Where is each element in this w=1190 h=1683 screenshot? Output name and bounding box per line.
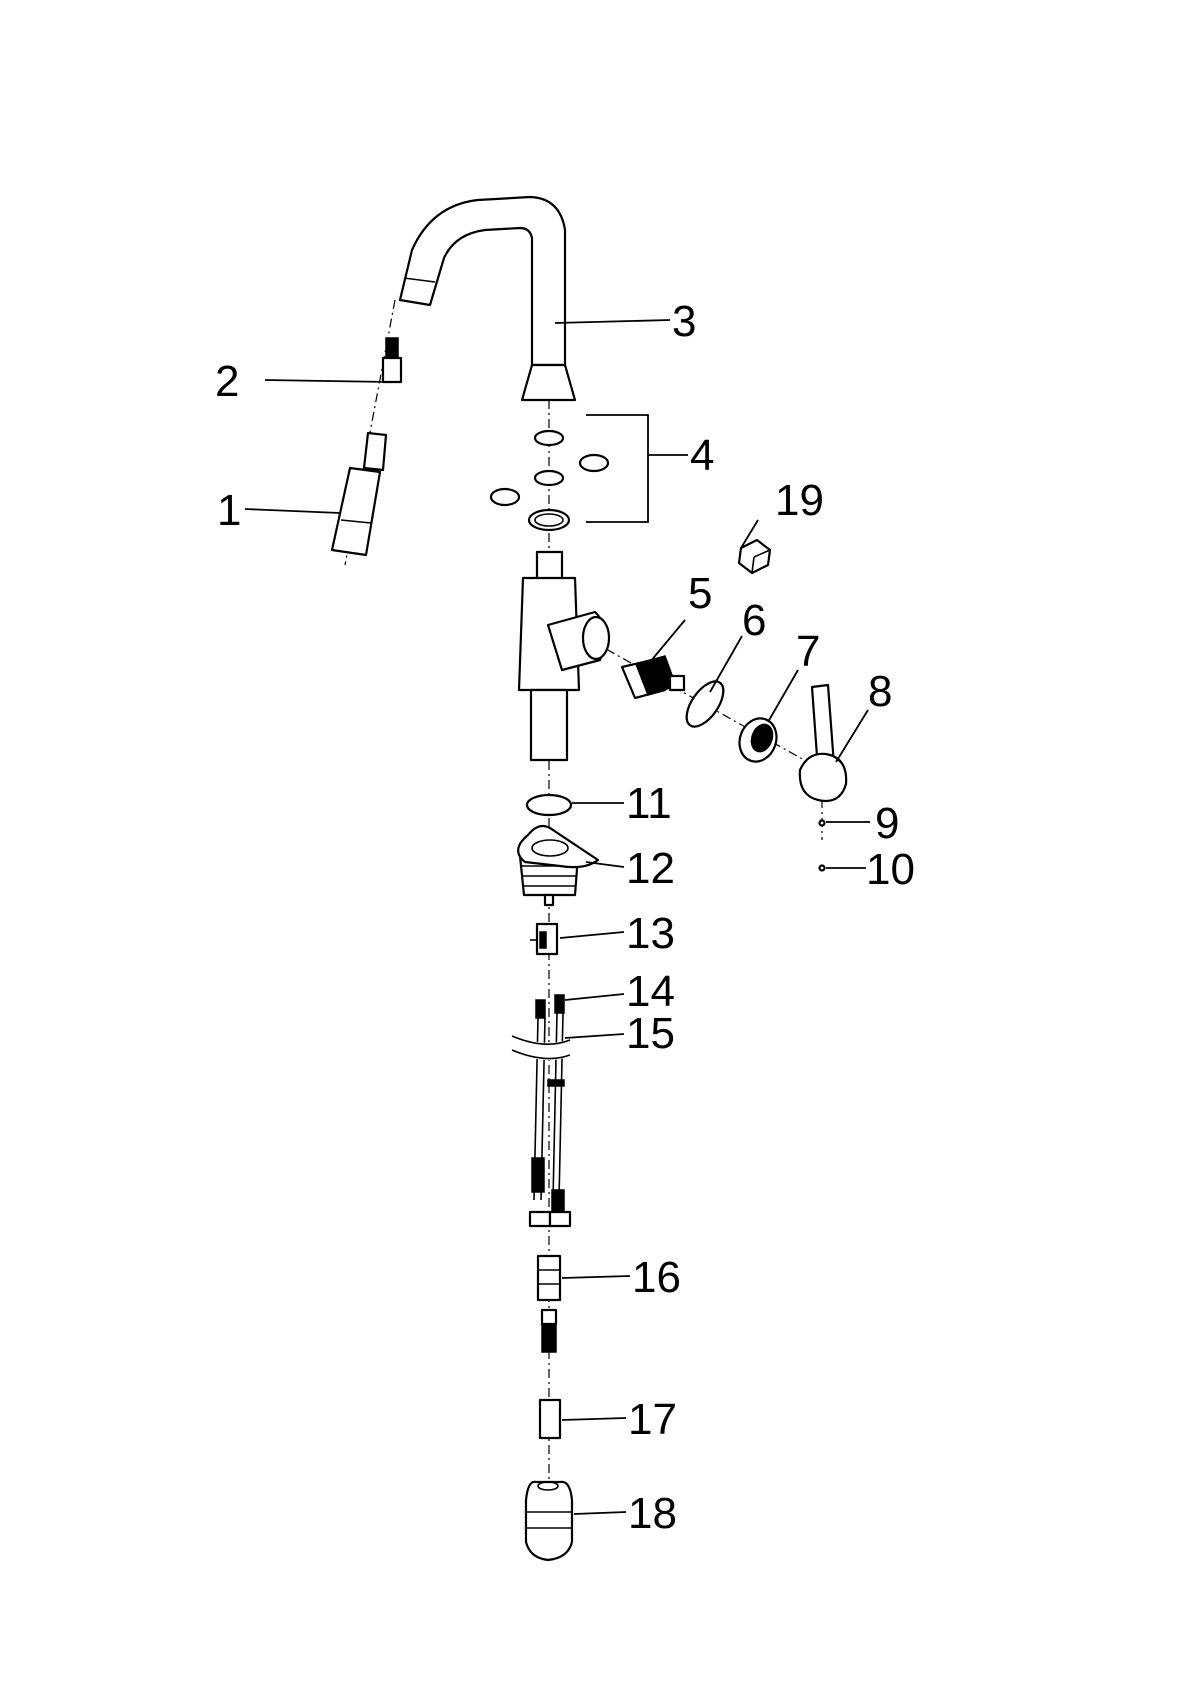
callout-17: 17 <box>628 1395 677 1444</box>
callout-1: 1 <box>217 486 241 535</box>
supply-hoses-part <box>510 994 572 1228</box>
callout-9: 9 <box>875 799 899 848</box>
screw-cap-part <box>818 864 826 872</box>
hose-insert-part <box>381 337 403 384</box>
bonnet-nut-part <box>738 717 778 763</box>
hose-weight-part <box>524 1480 574 1562</box>
threaded-adapter-part <box>540 1308 558 1353</box>
callout-7: 7 <box>796 627 820 676</box>
clip-part <box>530 922 559 956</box>
callout-19: 19 <box>775 476 824 525</box>
callout-5: 5 <box>688 569 712 618</box>
hose-connector-part <box>536 1254 562 1302</box>
cartridge-part <box>620 655 686 700</box>
callout-2: 2 <box>215 357 239 406</box>
callout-14: 14 <box>626 967 675 1016</box>
sleeve-part <box>538 1398 562 1440</box>
callout-8: 8 <box>868 667 892 716</box>
base-flange-part <box>517 824 600 907</box>
hex-nut-part <box>737 538 772 575</box>
callout-10: 10 <box>866 845 915 894</box>
faucet-body-part <box>517 550 611 762</box>
cartridge-o-ring-part <box>685 680 725 728</box>
base-o-ring-part <box>525 793 573 817</box>
callout-6: 6 <box>742 596 766 645</box>
callout-18: 18 <box>628 1489 677 1538</box>
assembly-axes <box>344 299 823 1485</box>
o-ring-set-part <box>489 429 610 532</box>
spout-part <box>398 195 577 402</box>
callout-3: 3 <box>672 297 696 346</box>
callout-16: 16 <box>632 1253 681 1302</box>
o-ring-set-bracket <box>586 414 649 523</box>
callout-4: 4 <box>690 431 714 480</box>
spray-head-part <box>330 431 388 557</box>
leader-lines <box>244 319 870 1515</box>
callout-13: 13 <box>626 909 675 958</box>
callout-15: 15 <box>626 1009 675 1058</box>
callout-labels: 1 2 3 4 19 5 6 7 8 9 10 11 12 13 14 15 1… <box>215 297 915 1538</box>
callout-11: 11 <box>626 779 672 828</box>
set-screw-part <box>818 819 826 827</box>
callout-12: 12 <box>626 844 675 893</box>
lever-handle-part <box>798 683 848 802</box>
